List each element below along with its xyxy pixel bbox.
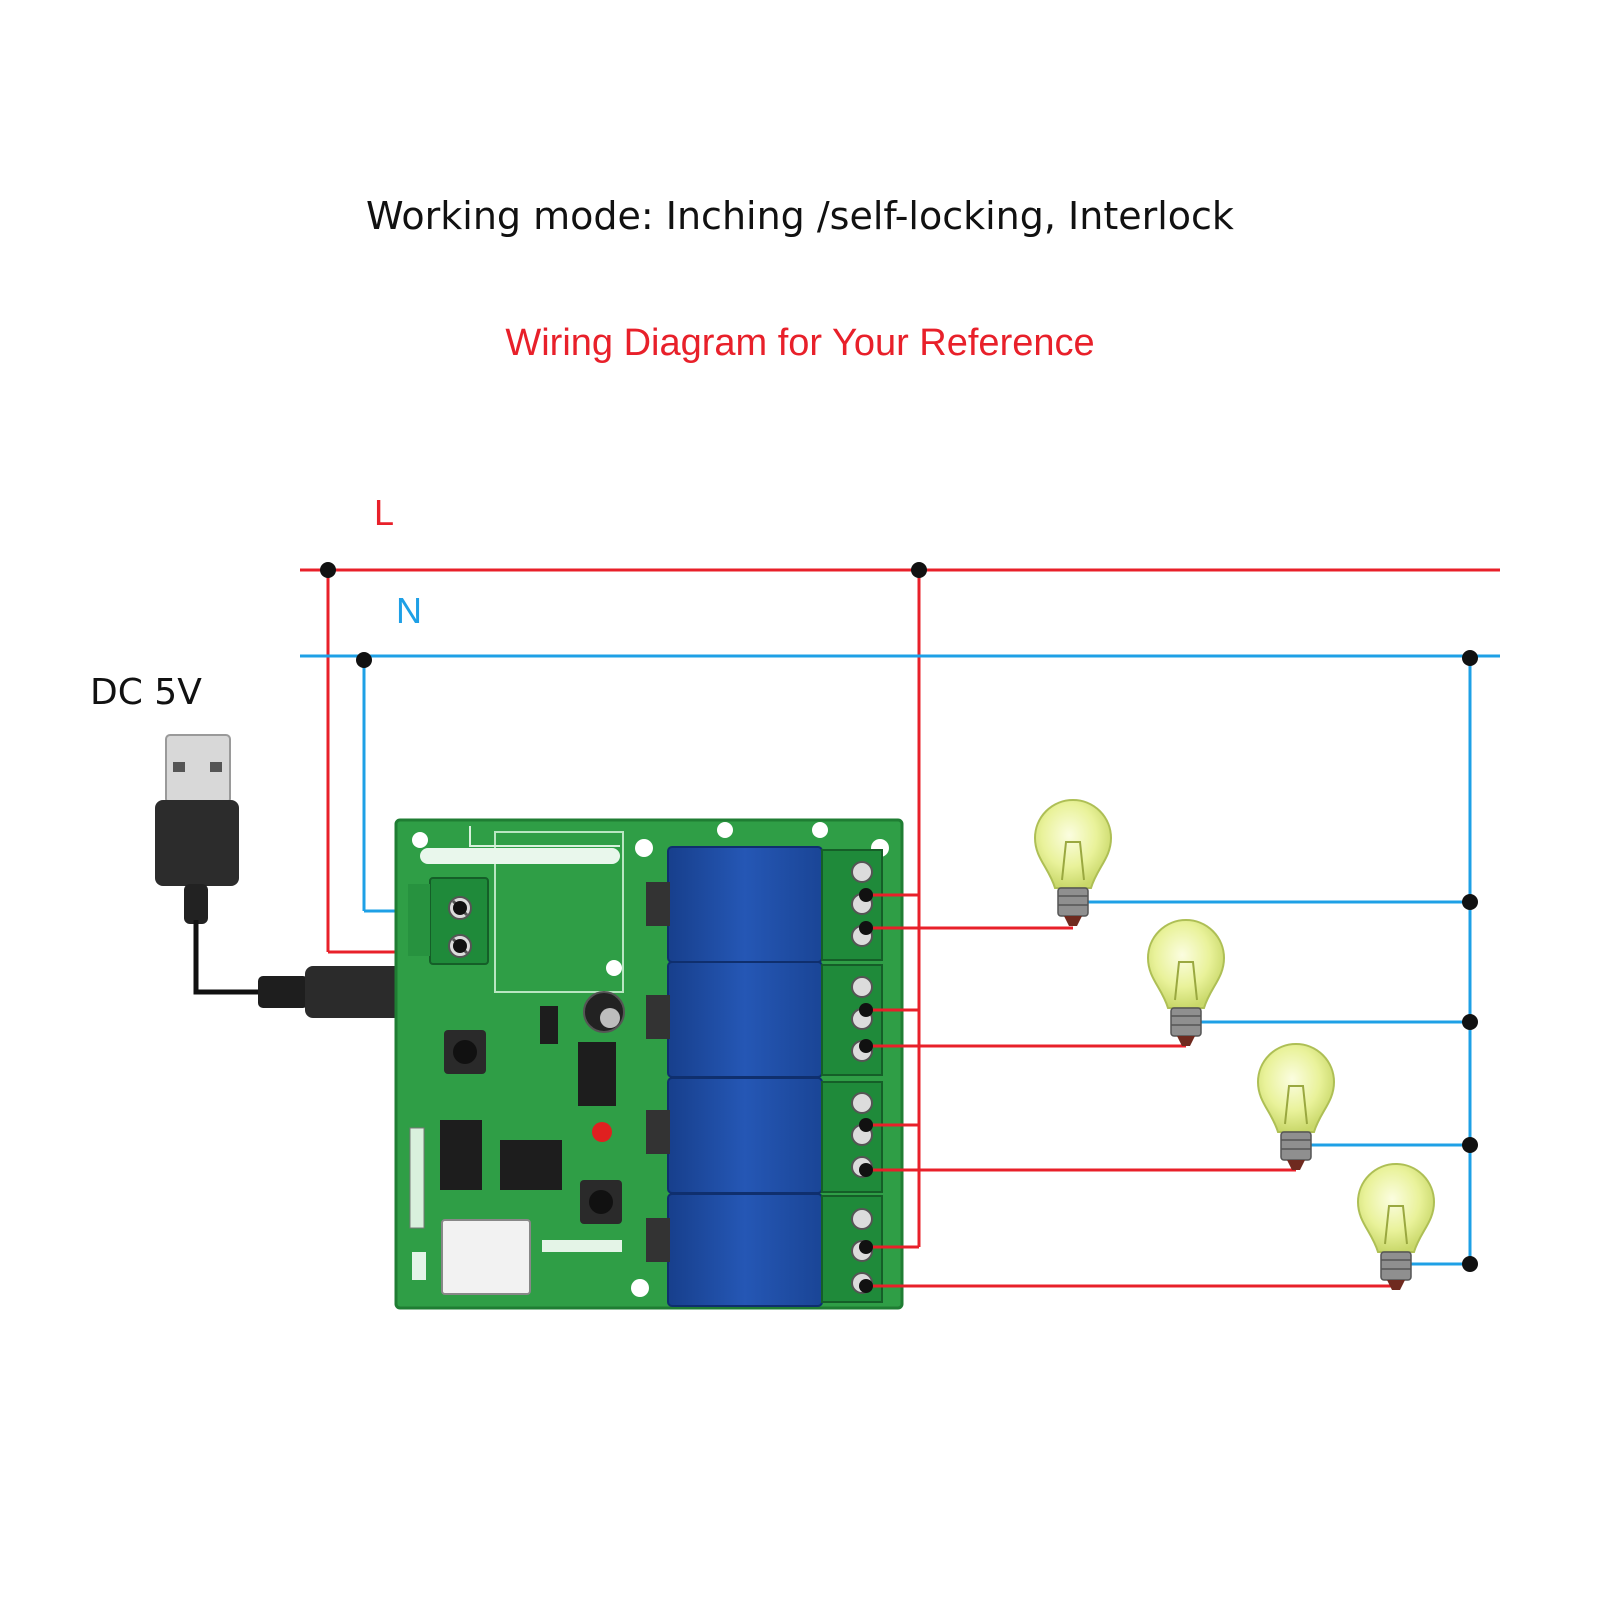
relay-4	[646, 1193, 883, 1307]
relay-1	[646, 846, 883, 963]
neutral-wire-label: N	[396, 590, 422, 631]
usb-cable	[193, 920, 262, 995]
power-supply-label: DC 5V	[90, 672, 202, 713]
wifi-module	[441, 1219, 531, 1295]
live-common-wiring	[868, 893, 921, 1249]
light-bulb-3	[1256, 1042, 1336, 1170]
diagram-title: Wiring Diagram for Your Reference	[505, 322, 1095, 364]
light-bulb-2	[1146, 918, 1226, 1046]
light-bulb-4	[1356, 1162, 1436, 1290]
working-mode-heading: Working mode: Inching /self-locking, Int…	[366, 194, 1234, 238]
light-bulb-1	[1033, 798, 1113, 926]
usb-plug	[155, 734, 239, 924]
relay-2	[646, 961, 883, 1078]
load-output-wiring	[870, 900, 1470, 1288]
junction-dots	[320, 562, 1478, 1293]
live-wire-label: L	[374, 492, 395, 533]
relay-3	[646, 1077, 883, 1194]
